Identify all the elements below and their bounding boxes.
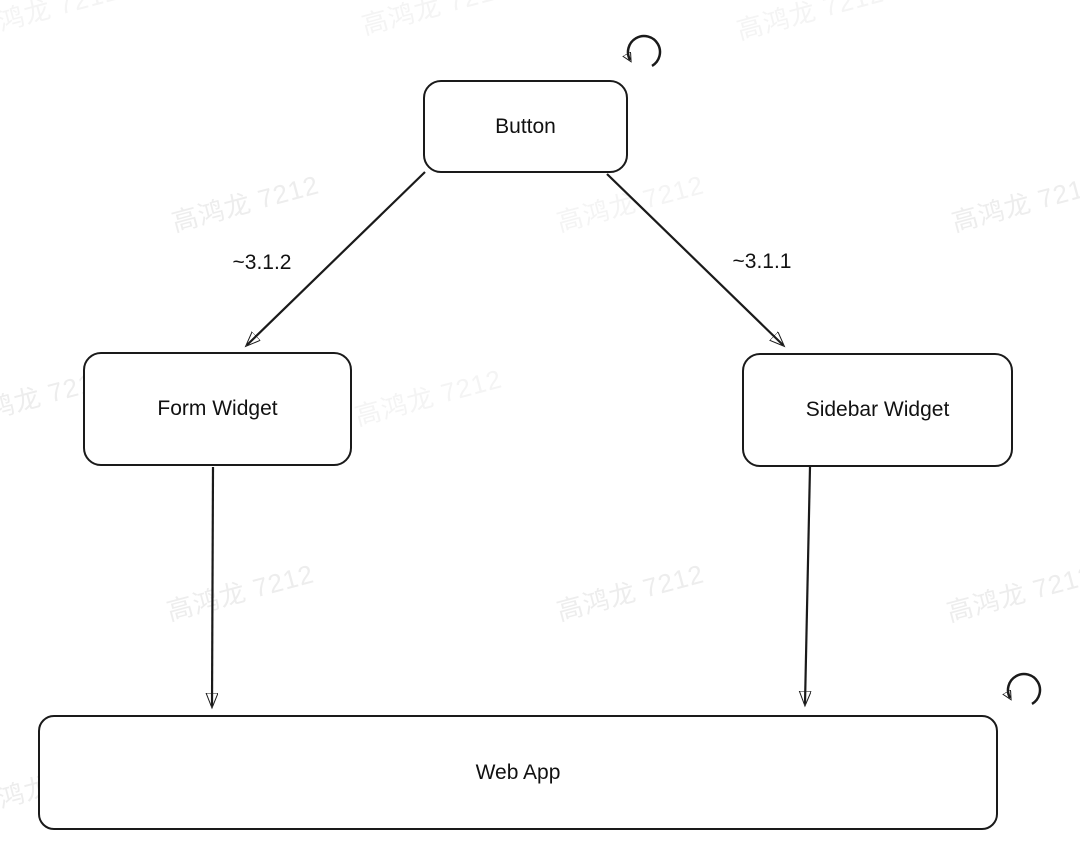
node-sidebar-widget-label: Sidebar Widget: [805, 398, 950, 421]
node-form-widget[interactable]: Form Widget: [83, 352, 352, 466]
edge-button-to-sidebar-widget: [606, 173, 783, 345]
node-web-app-label: Web App: [475, 760, 561, 784]
node-form-widget-label: Form Widget: [157, 397, 278, 420]
node-button[interactable]: Button: [423, 80, 628, 173]
edge-form-widget-to-web-app: [212, 466, 213, 706]
node-web-app[interactable]: Web App: [38, 715, 998, 830]
node-button-label: Button: [495, 114, 556, 138]
circular-arrow-icon-button: [628, 34, 662, 67]
circular-arrow-icon-web-app: [1008, 672, 1042, 705]
edge-sidebar-widget-to-web-app: [805, 466, 810, 704]
node-sidebar-widget[interactable]: Sidebar Widget: [742, 353, 1013, 467]
edge-label-form-widget-version: ~3.1.2: [229, 250, 295, 276]
edge-button-to-form-widget: [247, 171, 426, 345]
edge-label-sidebar-widget-version: ~3.1.1: [729, 249, 795, 275]
